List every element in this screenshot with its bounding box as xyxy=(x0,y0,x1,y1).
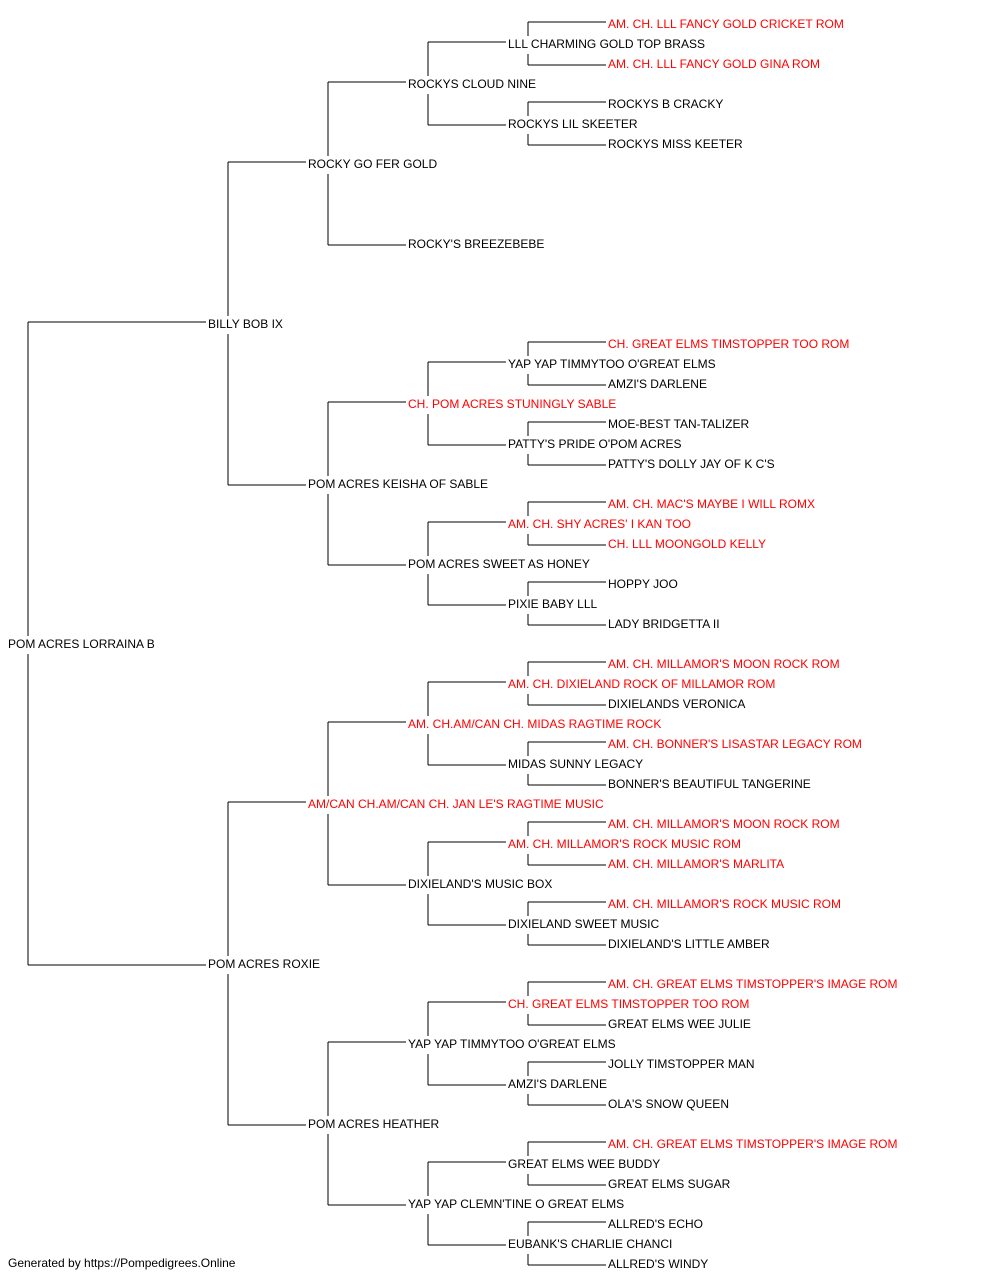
dog-name-dam-dam-sire-sire: CH. GREAT ELMS TIMSTOPPER TOO ROM xyxy=(508,997,749,1011)
dog-name-dam-dam-dam-sire-sire: AM. CH. GREAT ELMS TIMSTOPPER'S IMAGE RO… xyxy=(608,1137,897,1151)
dog-name-dam-sire-dam-sire-dam: AM. CH. MILLAMOR'S MARLITA xyxy=(608,857,784,871)
dog-name-sire-dam-dam-sire-dam: CH. LLL MOONGOLD KELLY xyxy=(608,537,766,551)
dog-name-sire-sire-dam: ROCKY'S BREEZEBEBE xyxy=(408,237,544,251)
dog-name-dam-sire-dam-dam-dam: DIXIELAND'S LITTLE AMBER xyxy=(608,937,770,951)
dog-name-dam-sire-sire-dam-dam: BONNER'S BEAUTIFUL TANGERINE xyxy=(608,777,811,791)
dog-name-sire-dam-sire-dam-dam: PATTY'S DOLLY JAY OF K C'S xyxy=(608,457,775,471)
footer-credit: Generated by https://Pompedigrees.Online xyxy=(8,1256,236,1270)
dog-name-sire-dam: POM ACRES KEISHA OF SABLE xyxy=(308,477,488,491)
dog-name-dam-sire-sire: AM. CH.AM/CAN CH. MIDAS RAGTIME ROCK xyxy=(408,717,661,731)
dog-name-sire-dam-dam-sire: AM. CH. SHY ACRES' I KAN TOO xyxy=(508,517,691,531)
dog-name-sire-dam-sire-sire: YAP YAP TIMMYTOO O'GREAT ELMS xyxy=(508,357,716,371)
dog-name-sire-dam-dam: POM ACRES SWEET AS HONEY xyxy=(408,557,590,571)
dog-name-dam-sire-dam-sire: AM. CH. MILLAMOR'S ROCK MUSIC ROM xyxy=(508,837,741,851)
dog-name-dam-sire: AM/CAN CH.AM/CAN CH. JAN LE'S RAGTIME MU… xyxy=(308,797,604,811)
dog-name-sire-sire-sire-sire-dam: AM. CH. LLL FANCY GOLD GINA ROM xyxy=(608,57,820,71)
dog-name-dam-dam-dam: YAP YAP CLEMN'TINE O GREAT ELMS xyxy=(408,1197,624,1211)
dog-name-dam-dam-dam-sire: GREAT ELMS WEE BUDDY xyxy=(508,1157,660,1171)
dog-name-dam-sire-sire-sire: AM. CH. DIXIELAND ROCK OF MILLAMOR ROM xyxy=(508,677,775,691)
dog-name-sire-sire-sire-dam-sire: ROCKYS B CRACKY xyxy=(608,97,723,111)
dog-name-dam-sire-sire-dam: MIDAS SUNNY LEGACY xyxy=(508,757,643,771)
dog-name-dam-dam-sire-dam-dam: OLA'S SNOW QUEEN xyxy=(608,1097,729,1111)
dog-name-sire-dam-dam-dam-sire: HOPPY JOO xyxy=(608,577,678,591)
dog-name-root: POM ACRES LORRAINA B xyxy=(8,637,155,651)
dog-name-dam-dam-sire: YAP YAP TIMMYTOO O'GREAT ELMS xyxy=(408,1037,616,1051)
dog-name-sire-dam-sire-dam: PATTY'S PRIDE O'POM ACRES xyxy=(508,437,682,451)
dog-name-dam-dam-dam-dam: EUBANK'S CHARLIE CHANCI xyxy=(508,1237,672,1251)
dog-name-dam-sire-dam-dam: DIXIELAND SWEET MUSIC xyxy=(508,917,659,931)
dog-name-sire-dam-sire: CH. POM ACRES STUNINGLY SABLE xyxy=(408,397,616,411)
dog-name-sire-sire-sire-dam-dam: ROCKYS MISS KEETER xyxy=(608,137,743,151)
dog-name-dam-dam-dam-dam-sire: ALLRED'S ECHO xyxy=(608,1217,703,1231)
dog-name-dam-sire-dam-dam-sire: AM. CH. MILLAMOR'S ROCK MUSIC ROM xyxy=(608,897,841,911)
dog-name-sire-dam-sire-sire-dam: AMZI'S DARLENE xyxy=(608,377,707,391)
dog-name-sire-sire-sire-sire-sire: AM. CH. LLL FANCY GOLD CRICKET ROM xyxy=(608,17,844,31)
dog-name-dam-dam-sire-sire-dam: GREAT ELMS WEE JULIE xyxy=(608,1017,751,1031)
dog-name-dam-sire-sire-dam-sire: AM. CH. BONNER'S LISASTAR LEGACY ROM xyxy=(608,737,862,751)
dog-name-dam-dam: POM ACRES HEATHER xyxy=(308,1117,439,1131)
dog-name-dam-sire-dam-sire-sire: AM. CH. MILLAMOR'S MOON ROCK ROM xyxy=(608,817,840,831)
dog-name-sire-dam-dam-sire-sire: AM. CH. MAC'S MAYBE I WILL ROMX xyxy=(608,497,815,511)
dog-name-dam-dam-dam-dam-dam: ALLRED'S WINDY xyxy=(608,1257,708,1271)
dog-name-dam-sire-sire-sire-sire: AM. CH. MILLAMOR'S MOON ROCK ROM xyxy=(608,657,840,671)
dog-name-dam-dam-sire-dam: AMZI'S DARLENE xyxy=(508,1077,607,1091)
dog-name-sire-sire: ROCKY GO FER GOLD xyxy=(308,157,437,171)
dog-name-dam-sire-dam: DIXIELAND'S MUSIC BOX xyxy=(408,877,552,891)
dog-name-dam: POM ACRES ROXIE xyxy=(208,957,320,971)
dog-name-sire-dam-dam-dam: PIXIE BABY LLL xyxy=(508,597,597,611)
dog-name-dam-sire-sire-sire-dam: DIXIELANDS VERONICA xyxy=(608,697,745,711)
dog-name-dam-dam-dam-sire-dam: GREAT ELMS SUGAR xyxy=(608,1177,731,1191)
dog-name-sire-dam-sire-dam-sire: MOE-BEST TAN-TALIZER xyxy=(608,417,749,431)
dog-name-sire-dam-dam-dam-dam: LADY BRIDGETTA II xyxy=(608,617,720,631)
dog-name-dam-dam-sire-sire-sire: AM. CH. GREAT ELMS TIMSTOPPER'S IMAGE RO… xyxy=(608,977,897,991)
dog-name-sire-sire-sire: ROCKYS CLOUD NINE xyxy=(408,77,536,91)
dog-name-dam-dam-sire-dam-sire: JOLLY TIMSTOPPER MAN xyxy=(608,1057,754,1071)
dog-name-sire-sire-sire-sire: LLL CHARMING GOLD TOP BRASS xyxy=(508,37,705,51)
dog-name-sire: BILLY BOB IX xyxy=(208,317,283,331)
dog-name-sire-dam-sire-sire-sire: CH. GREAT ELMS TIMSTOPPER TOO ROM xyxy=(608,337,849,351)
dog-name-sire-sire-sire-dam: ROCKYS LIL SKEETER xyxy=(508,117,638,131)
